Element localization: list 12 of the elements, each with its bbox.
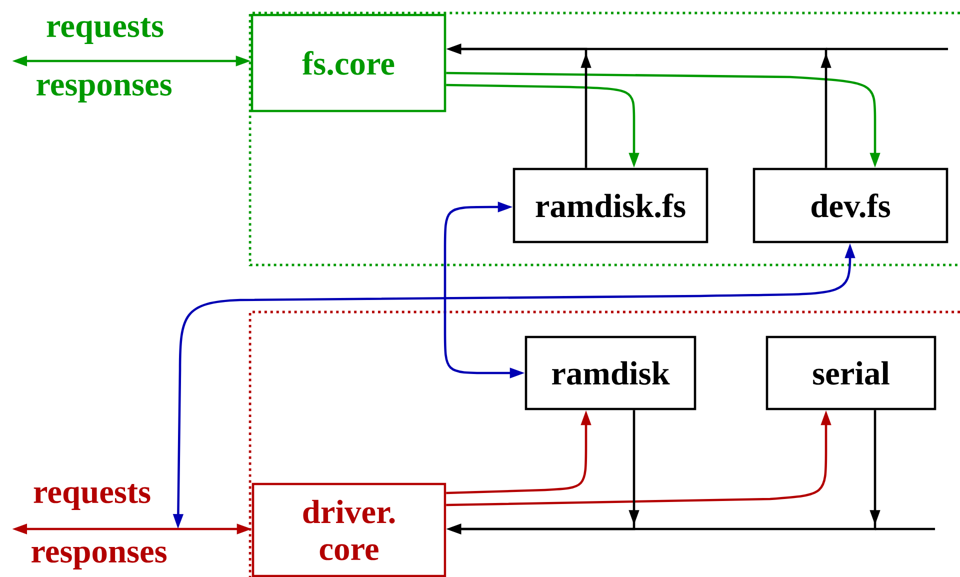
- module-box: serial: [766, 336, 936, 410]
- module-box: ramdisk.fs: [512, 168, 708, 244]
- dotted-region: [248, 12, 960, 266]
- module-box: ramdisk: [524, 336, 696, 410]
- module-box: driver. core: [252, 482, 446, 577]
- module-box: fs.core: [250, 14, 446, 112]
- module-box: dev.fs: [752, 168, 948, 244]
- arrow-label: requests: [46, 18, 164, 44]
- arrow-label: responses: [32, 546, 167, 570]
- arrow-label: requests: [34, 484, 150, 510]
- dotted-region: [248, 310, 960, 577]
- arrow-label: responses: [36, 80, 172, 102]
